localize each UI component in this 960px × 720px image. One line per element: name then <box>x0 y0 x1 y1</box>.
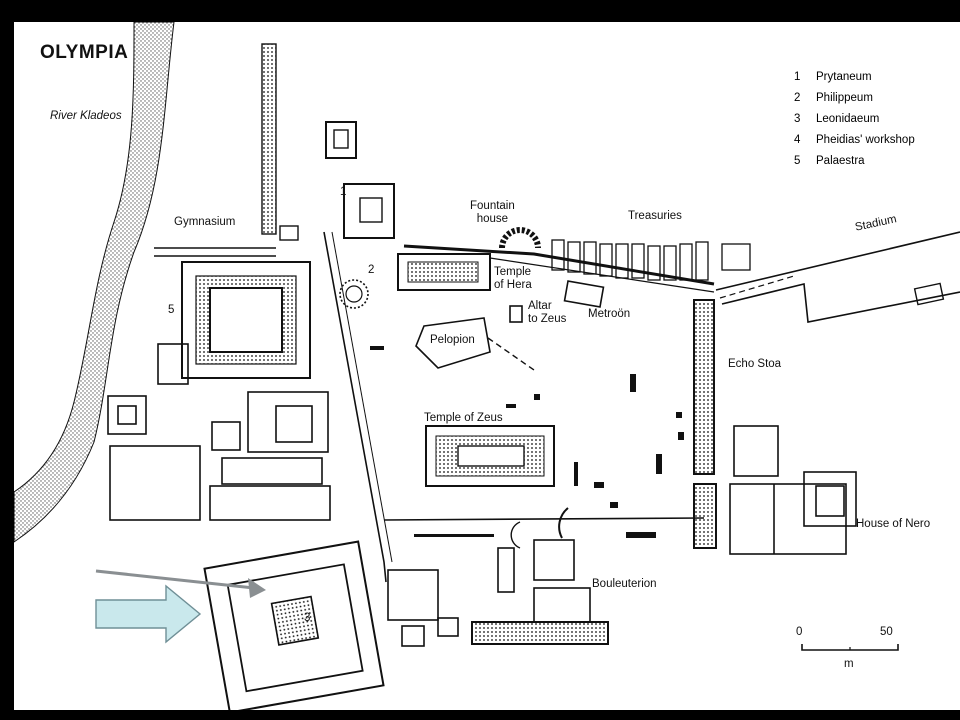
label-treasuries: Treasuries <box>628 210 682 222</box>
map-title: OLYMPIA <box>40 42 129 63</box>
shrine-box <box>325 121 357 159</box>
label-altar-to-zeus: Altar to Zeus <box>528 300 567 326</box>
south-buildings <box>387 569 459 647</box>
south-wall <box>383 517 705 521</box>
prytaneum <box>343 183 395 239</box>
leonidaeum <box>203 540 385 710</box>
gray-pointer-head <box>248 578 266 598</box>
palaestra <box>181 261 311 379</box>
label-palaestra-number: 5 <box>168 304 175 316</box>
monument-bases <box>370 346 684 538</box>
metroon <box>563 280 605 308</box>
label-philippeum-number: 2 <box>368 264 375 276</box>
south-stoa <box>471 621 609 645</box>
temple-of-hera <box>397 253 491 291</box>
blue-arrow-icon <box>95 584 202 644</box>
river-kladeos <box>14 22 175 543</box>
pelopion <box>415 317 491 369</box>
house-of-nero <box>729 425 857 555</box>
philippeum <box>339 279 369 309</box>
label-leonidaeum-number: 3 <box>304 612 311 624</box>
label-house-of-nero: House of Nero <box>856 518 931 530</box>
fountain-house <box>499 227 541 249</box>
treasuries <box>551 239 751 281</box>
scale-bar: 0 50 m <box>796 626 910 674</box>
label-metroon: Metroön <box>588 308 631 320</box>
label-river-kladeos: River Kladeos <box>50 110 122 122</box>
scale-start: 0 <box>796 626 803 638</box>
label-temple-of-hera: Temple of Hera <box>494 266 532 292</box>
treasuries-terrace <box>403 244 715 286</box>
label-temple-of-zeus: Temple of Zeus <box>424 412 503 424</box>
label-pelopion: Pelopion <box>430 334 475 346</box>
stadium <box>715 231 960 323</box>
altar-of-zeus <box>509 305 523 323</box>
gymnasium-stoa <box>261 43 277 235</box>
temple-of-zeus <box>425 425 555 487</box>
west-wall <box>323 231 387 583</box>
scale-end: 50 <box>880 626 893 638</box>
echo-stoa <box>693 299 715 475</box>
scale-unit: m <box>844 658 854 670</box>
site-plan <box>14 22 960 710</box>
label-bouleuterion: Bouleuterion <box>592 578 657 590</box>
label-prytaneum-number: 1 <box>340 186 347 198</box>
label-echo-stoa: Echo Stoa <box>728 358 782 370</box>
label-fountain-house: Fountain house <box>470 200 515 226</box>
label-gymnasium: Gymnasium <box>174 216 236 228</box>
west-buildings <box>107 343 201 521</box>
pheidias-workshop <box>209 391 331 521</box>
gray-pointer-line <box>95 569 255 590</box>
